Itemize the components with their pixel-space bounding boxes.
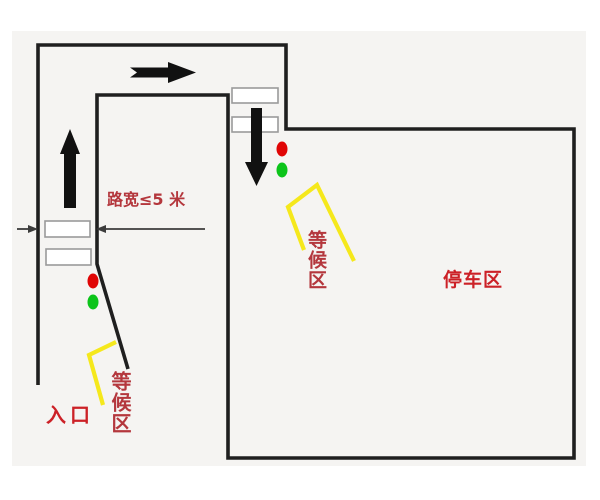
waiting-area-marking-left <box>86 340 117 406</box>
road-width-dimension <box>17 225 205 233</box>
right-arrow-icon <box>130 62 196 83</box>
waiting-area-markings <box>86 181 356 406</box>
direction-arrows <box>60 62 268 208</box>
entry-signal-red-light <box>87 273 99 289</box>
parking-area-label: 停车区 <box>443 269 504 291</box>
waiting-area-marking-right <box>285 181 356 262</box>
exit-signal-green-light <box>276 162 288 178</box>
diagram-canvas-background <box>12 31 586 466</box>
exit-gate-1 <box>231 87 279 104</box>
entrance-label: 入口 <box>46 403 94 427</box>
barrier-gates <box>44 87 279 266</box>
entry-gate-1 <box>44 220 91 238</box>
up-arrow-icon <box>60 129 80 208</box>
entry-gate-2 <box>45 248 92 266</box>
waiting-area-label-left: 等候区 <box>108 371 132 434</box>
signal-lights <box>87 141 288 310</box>
waiting-area-label-right: 等候区 <box>304 230 327 290</box>
entry-signal-green-light <box>87 294 99 310</box>
exit-signal-red-light <box>276 141 288 157</box>
dimension-right-arrow-icon <box>96 225 106 233</box>
dimension-left-arrow-icon <box>28 225 38 233</box>
down-arrow-icon <box>245 108 268 186</box>
road-width-label: 路宽≤5 米 <box>107 190 186 209</box>
road-wall-outline <box>36 43 576 460</box>
